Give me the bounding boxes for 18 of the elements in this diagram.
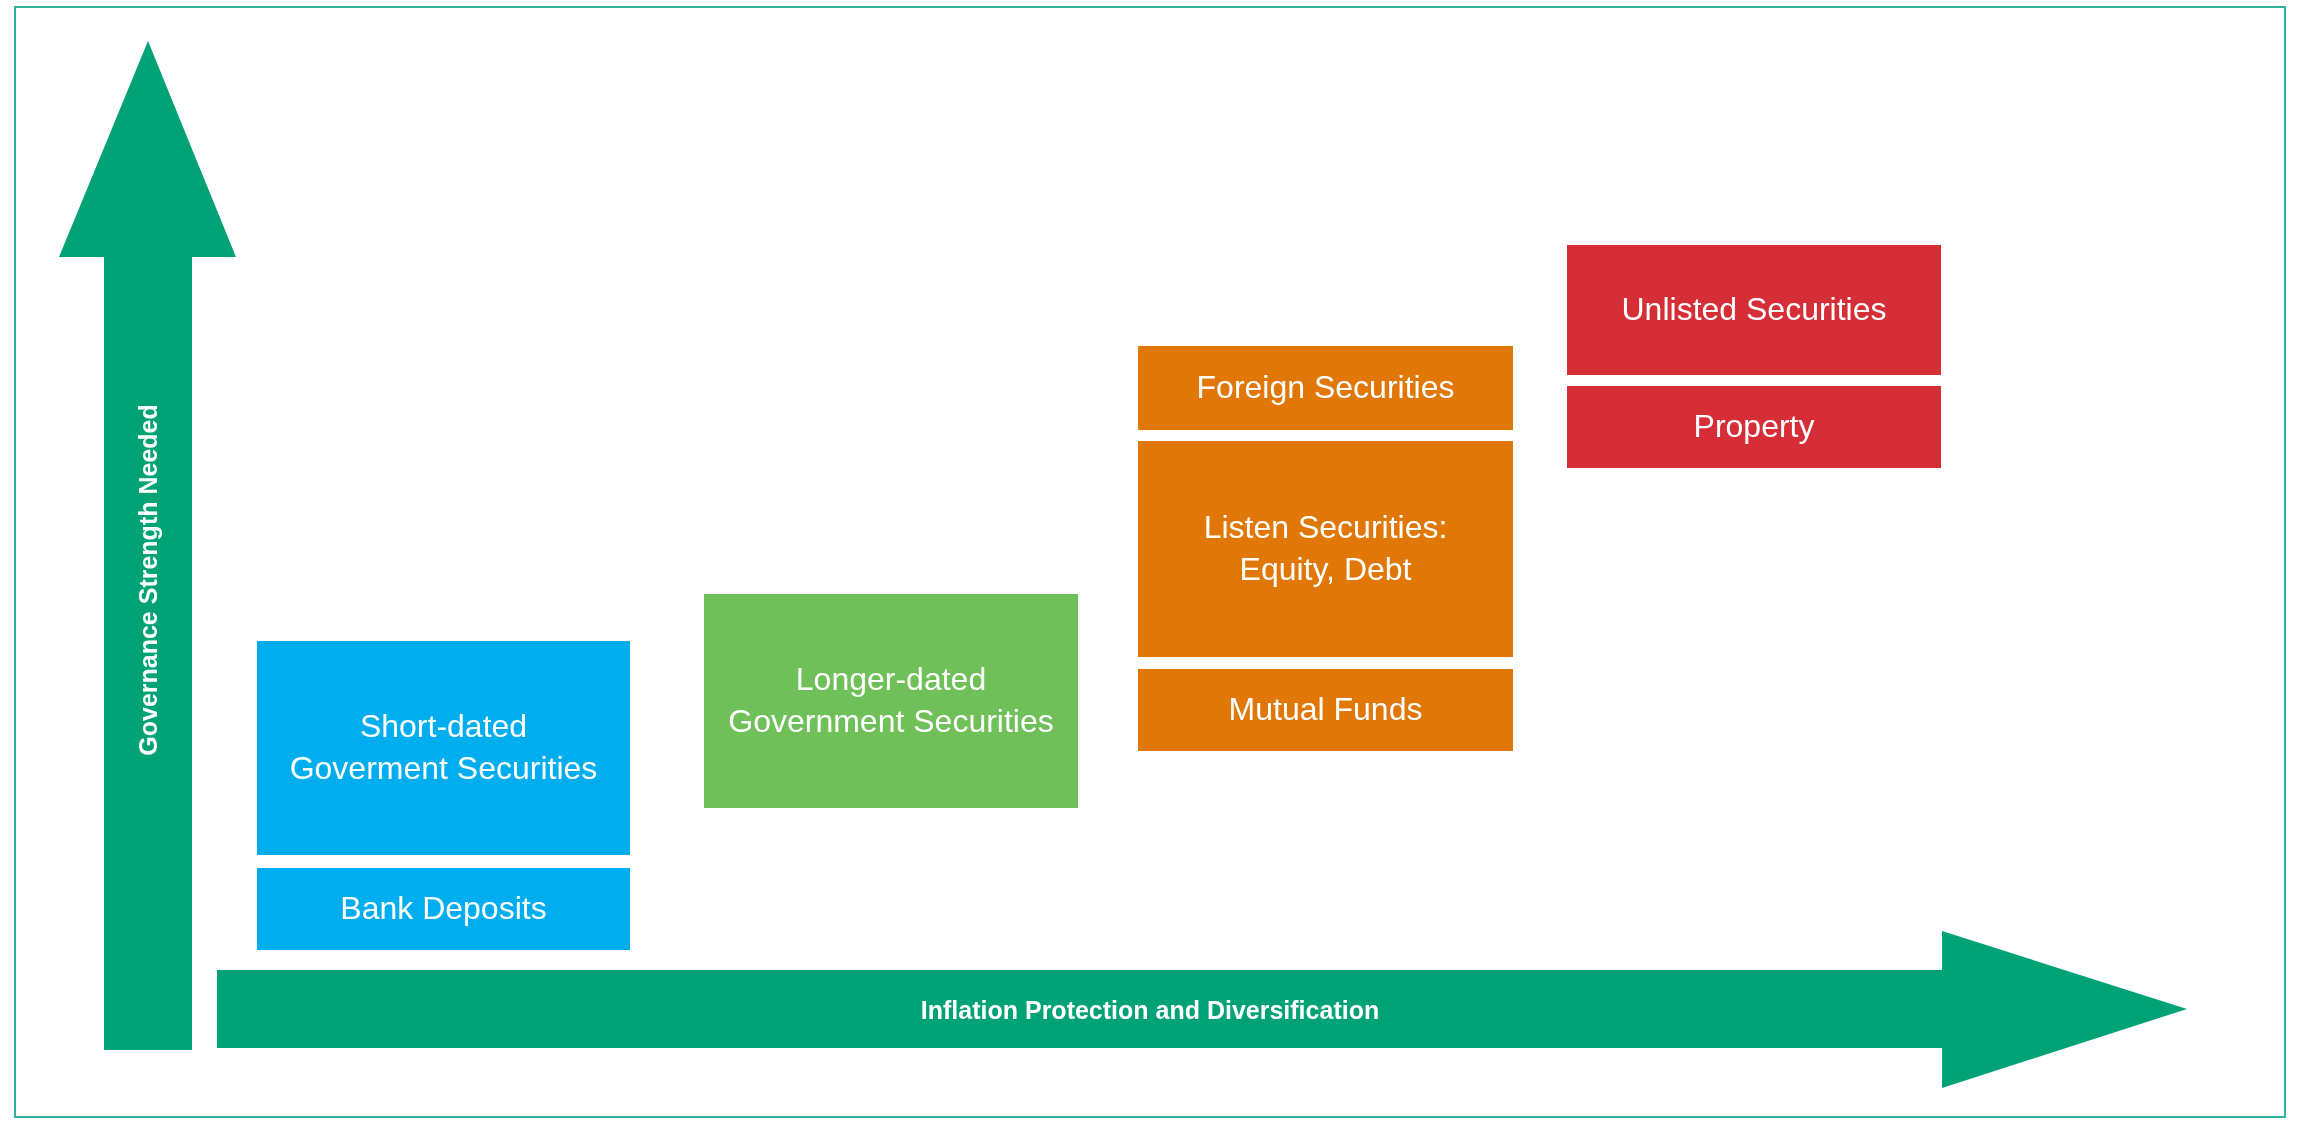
category-box bbox=[1567, 245, 1941, 375]
category-box bbox=[257, 868, 630, 950]
category-box bbox=[1138, 669, 1513, 751]
category-box bbox=[704, 594, 1078, 808]
box-label: Foreign Securities bbox=[1196, 368, 1455, 408]
box-label: Listen Securities: Equity, Debt bbox=[1202, 508, 1449, 589]
box-label: Longer-dated Government Securities bbox=[727, 660, 1055, 741]
category-box bbox=[1138, 441, 1513, 657]
y-axis-title: Governance Strength Needed bbox=[133, 404, 163, 756]
x-axis-title: Inflation Protection and Diversification bbox=[920, 995, 1380, 1025]
box-label: Mutual Funds bbox=[1228, 690, 1423, 730]
category-box bbox=[1138, 346, 1513, 430]
category-box bbox=[1567, 386, 1941, 468]
box-label: Bank Deposits bbox=[340, 889, 547, 929]
category-box bbox=[257, 641, 630, 855]
box-label: Unlisted Securities bbox=[1621, 290, 1887, 330]
box-label: Property bbox=[1693, 407, 1815, 447]
box-label: Short-dated Goverment Securities bbox=[288, 707, 599, 788]
